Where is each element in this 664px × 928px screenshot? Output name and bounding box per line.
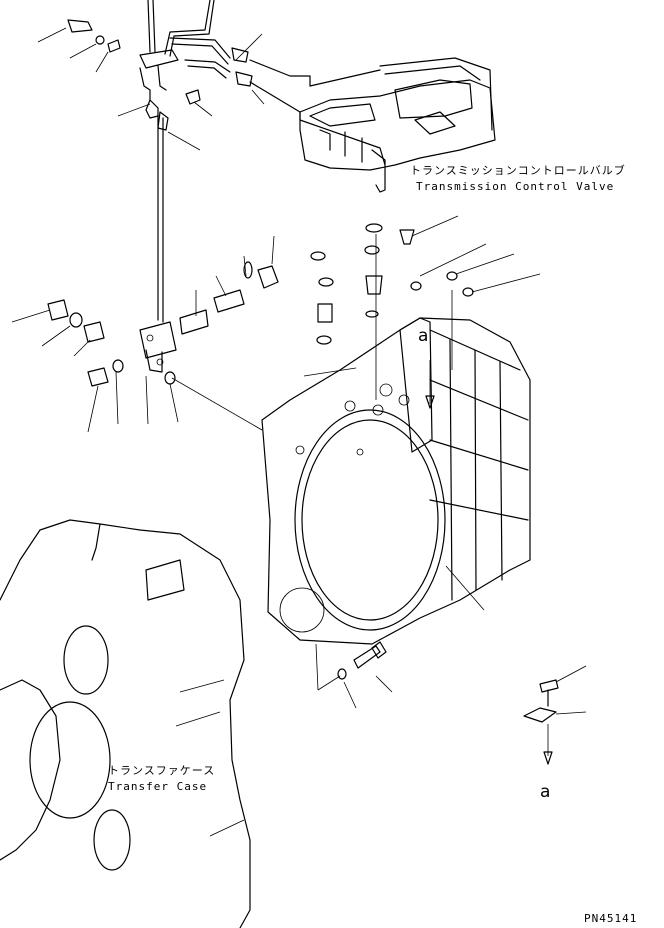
case-top-small-parts: [303, 215, 541, 409]
valve-label-english: Transmission Control Valve: [416, 180, 615, 193]
reference-mark-upper: a: [418, 326, 429, 346]
transmission-case: [261, 317, 531, 645]
reference-mark-lower: a: [540, 782, 551, 802]
fittings-top: [67, 19, 381, 113]
leader-lines: [11, 27, 275, 433]
transfer-case: [0, 519, 251, 928]
valve-plugs-and-springs: [47, 261, 279, 387]
drawing-number: PN45141: [584, 912, 638, 925]
transfer-label-japanese: トランスファケース: [108, 764, 216, 777]
mounting-bolt: [315, 641, 393, 709]
detail-bolt-plate: [523, 665, 587, 765]
pipe-assembly: [139, 0, 231, 373]
transmission-control-valve: [299, 57, 496, 193]
valve-label-japanese: トランスミッションコントロールバルブ: [410, 164, 626, 177]
transfer-label-english: Transfer Case: [108, 780, 208, 793]
